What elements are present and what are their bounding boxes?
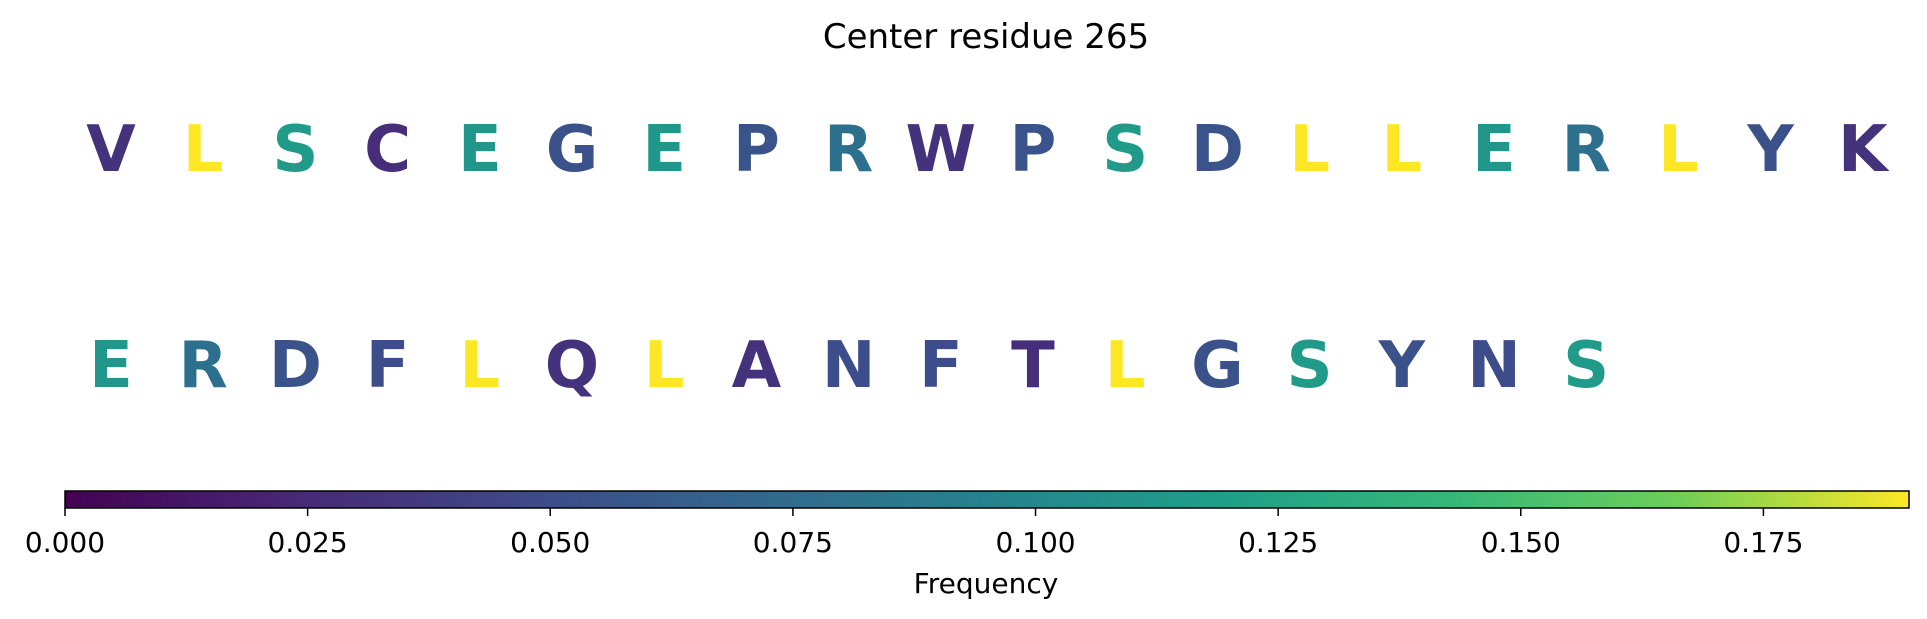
colorbar-ticks: 0.000 0.025 0.050 0.075 0.100 0.125 0.150 0.175 — [25, 508, 1804, 559]
residue-letter: L — [644, 329, 685, 403]
residue-letter: C — [364, 113, 411, 187]
residue-letter: K — [1838, 113, 1890, 187]
residue-letter: R — [1562, 113, 1611, 187]
residue-letter: Q — [545, 329, 599, 403]
colorbar-tick-label: 0.125 — [1238, 526, 1318, 559]
residue-letter: N — [822, 329, 876, 403]
residue-letter: P — [1010, 113, 1057, 187]
residue-letter: V — [86, 113, 136, 187]
residue-letter: E — [89, 329, 133, 403]
colorbar-tick-label: 0.050 — [510, 526, 590, 559]
residue-letter: T — [1011, 329, 1055, 403]
colorbar-tick-label: 0.075 — [753, 526, 833, 559]
colorbar-gradient — [64, 490, 1910, 509]
residue-letter: L — [459, 329, 500, 403]
residue-letter: Y — [1378, 329, 1426, 403]
colorbar-tick-label: 0.000 — [25, 526, 105, 559]
residue-letter: P — [733, 113, 780, 187]
residue-letter: Y — [1746, 113, 1794, 187]
residue-letter: L — [1289, 113, 1330, 187]
colorbar-tick-label: 0.150 — [1481, 526, 1561, 559]
residue-letter: S — [1102, 113, 1148, 187]
residue-letter: R — [179, 329, 228, 403]
residue-letter: F — [919, 329, 963, 403]
residue-letter: E — [1472, 113, 1516, 187]
residue-letter: R — [824, 113, 873, 187]
residue-letter: E — [642, 113, 686, 187]
residue-letter: E — [458, 113, 502, 187]
residue-letter: L — [1658, 113, 1699, 187]
residue-letter: L — [183, 113, 224, 187]
colorbar-tick-label: 0.100 — [995, 526, 1075, 559]
colorbar-label: Frequency — [914, 567, 1059, 600]
residue-letter: N — [1467, 329, 1521, 403]
residue-letter: S — [272, 113, 318, 187]
colorbar-tick-label: 0.025 — [268, 526, 348, 559]
residue-letter: S — [1563, 329, 1609, 403]
colorbar-tick-label: 0.175 — [1723, 526, 1803, 559]
residue-letter: A — [732, 329, 782, 403]
chart-title: Center residue 265 — [823, 17, 1149, 57]
residue-letter: G — [1191, 329, 1244, 403]
residue-letter: F — [366, 329, 410, 403]
colorbar: 0.000 0.025 0.050 0.075 0.100 0.125 0.150 0.175… — [25, 490, 1910, 600]
residue-letter: S — [1287, 329, 1333, 403]
residue-letter: D — [269, 329, 322, 403]
residue-letter: L — [1105, 329, 1146, 403]
residue-letter: D — [1191, 113, 1244, 187]
residue-letter: G — [546, 113, 599, 187]
residue-letter: W — [906, 113, 977, 187]
residue-letter: L — [1381, 113, 1422, 187]
